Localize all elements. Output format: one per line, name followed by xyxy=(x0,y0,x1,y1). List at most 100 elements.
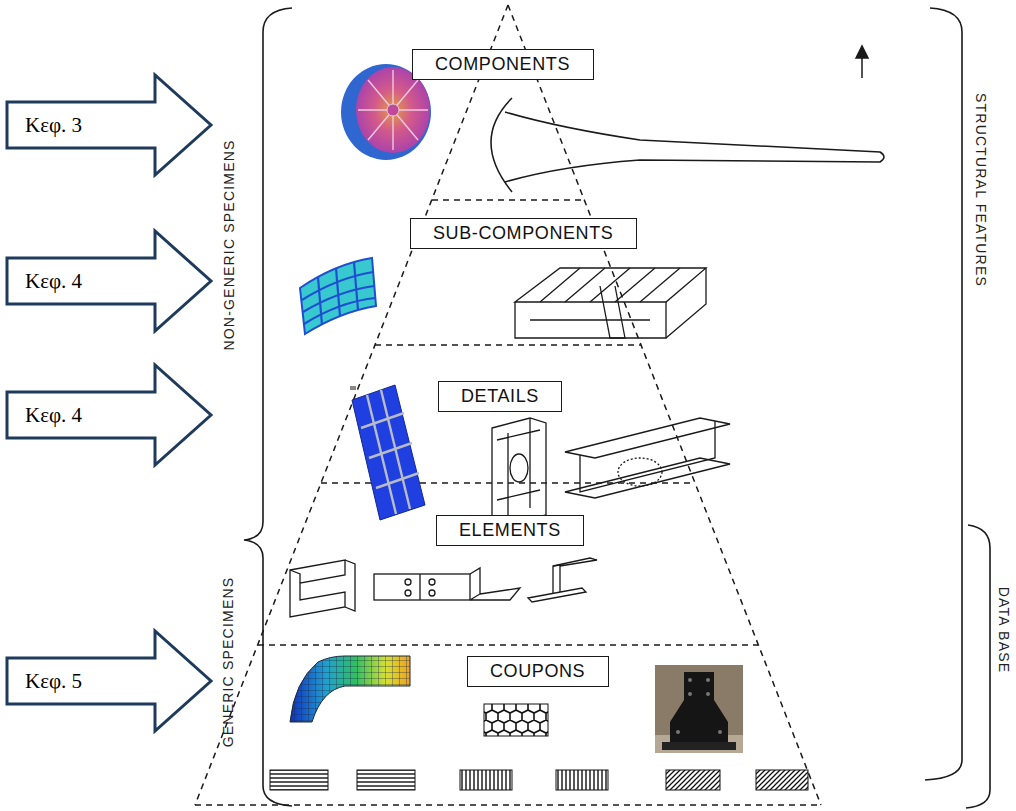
ibeam-sketch xyxy=(565,418,730,498)
lap-joint-element xyxy=(429,579,435,585)
curved-panel-model xyxy=(300,258,376,334)
test-fixture-photo xyxy=(676,678,722,734)
detail-panel-sketch xyxy=(492,418,546,525)
stiffened-panel-model xyxy=(369,443,412,458)
blade-sketch xyxy=(505,112,884,182)
ibeam-sketch xyxy=(565,418,730,458)
channel-element xyxy=(290,560,355,617)
stiffened-box-sketch xyxy=(515,268,706,338)
level-name: ELEMENTS xyxy=(459,520,561,541)
pyramid-outline xyxy=(258,644,758,646)
level-name: DETAILS xyxy=(461,386,539,407)
stiffened-box-sketch xyxy=(530,319,650,320)
turbine-disk-model xyxy=(358,70,428,150)
level-name: COMPONENTS xyxy=(435,54,570,75)
test-fixture-photo xyxy=(706,678,710,682)
tee-element xyxy=(528,558,597,602)
chapter-arrow: Κεφ. 4 xyxy=(5,228,215,334)
stiffened-box-sketch xyxy=(515,302,666,338)
honeycomb-core xyxy=(484,704,548,736)
detail-panel-sketch xyxy=(508,418,530,525)
test-fixture-photo xyxy=(688,692,692,696)
tee-element xyxy=(528,588,586,602)
stiffened-panel-model xyxy=(367,395,396,514)
bracket xyxy=(966,525,990,808)
hatched-coupon xyxy=(666,770,720,790)
chapter-arrow: Κεφ. 3 xyxy=(5,72,215,178)
honeycomb-core xyxy=(484,704,548,736)
lap-joint-element xyxy=(419,574,420,600)
stiffened-panel-model xyxy=(361,413,404,428)
curved-panel-model xyxy=(300,258,376,334)
curved-panel-model xyxy=(318,277,322,325)
bracket-label-holder: GENERIC SPECIMENS xyxy=(219,577,237,748)
arrow-outline xyxy=(7,631,211,731)
lap-joint-element xyxy=(405,590,411,596)
ibeam-sketch xyxy=(618,458,662,486)
channel-element xyxy=(290,560,345,617)
detail-panel-sketch xyxy=(510,454,528,482)
bracket xyxy=(244,8,990,808)
curved-panel-model xyxy=(336,268,340,316)
pyramid-outline xyxy=(432,199,584,201)
stiffened-panel-model xyxy=(352,385,425,520)
fea-coupon-model xyxy=(290,656,410,722)
stiffened-panel-model xyxy=(350,386,356,390)
stiffened-box-sketch xyxy=(515,268,706,302)
chapter-label: Κεφ. 4 xyxy=(25,269,82,294)
arrow-outline xyxy=(7,365,211,465)
bracket xyxy=(244,8,292,806)
bracket-label-holder: NON-GENERIC SPECIMENS xyxy=(220,139,238,350)
level-box: SUB-COMPONENTS xyxy=(410,218,637,249)
chapter-arrow: Κεφ. 5 xyxy=(5,628,215,734)
arrow-outline xyxy=(7,231,211,331)
test-fixture-photo xyxy=(706,692,710,696)
curved-panel-model xyxy=(354,262,358,310)
detail-panel-sketch xyxy=(497,430,540,500)
hatched-coupon xyxy=(270,770,328,790)
bracket xyxy=(925,8,962,780)
stiffened-box-sketch xyxy=(600,286,625,338)
chapter-label: Κεφ. 4 xyxy=(25,403,82,428)
hatched-coupon xyxy=(460,770,512,790)
level-box: ELEMENTS xyxy=(436,515,584,546)
bracket-label-holder: STRUCTURAL FEATURES xyxy=(972,93,990,287)
pyramid-outline xyxy=(195,5,821,805)
fea-coupon-model xyxy=(290,656,410,722)
level-box: COMPONENTS xyxy=(412,49,594,80)
detail-panel-sketch xyxy=(492,418,546,525)
bracket-label-holder: DATA BASE xyxy=(995,587,1013,674)
lap-joint-element xyxy=(374,568,520,600)
stiffened-box-sketch xyxy=(540,268,680,302)
test-fixture-photo xyxy=(718,730,722,734)
test-fixture-photo xyxy=(676,730,680,734)
lap-joint-element xyxy=(405,579,411,585)
test-fixture-photo xyxy=(655,665,743,753)
chapter-label: Κεφ. 3 xyxy=(25,113,82,138)
bracket-label: NON-GENERIC SPECIMENS xyxy=(221,139,237,350)
stiffened-panel-model xyxy=(350,385,425,520)
test-fixture-photo xyxy=(688,678,692,682)
ibeam-sketch xyxy=(580,421,715,492)
bracket-label: DATA BASE xyxy=(996,587,1012,674)
ibeam-sketch xyxy=(565,458,730,498)
lap-joint-element xyxy=(470,568,520,600)
hatched-coupon xyxy=(556,770,608,790)
bracket-label: GENERIC SPECIMENS xyxy=(220,577,236,748)
pyramid-outline xyxy=(375,344,641,346)
test-fixture-photo xyxy=(655,665,743,753)
level-name: COUPONS xyxy=(490,661,585,682)
bracket-label: STRUCTURAL FEATURES xyxy=(973,93,989,287)
lap-joint-element xyxy=(374,574,470,600)
stiffened-box-sketch xyxy=(666,268,706,338)
turbine-disk-model xyxy=(387,104,399,116)
tee-element xyxy=(553,565,560,594)
hatched-coupon xyxy=(756,770,808,790)
stiffened-panel-model xyxy=(361,390,419,514)
lap-joint-element xyxy=(429,590,435,596)
hatched-coupon xyxy=(270,770,808,790)
blade-sketch xyxy=(856,46,868,58)
tee-element xyxy=(553,558,597,566)
stiffened-panel-model xyxy=(376,473,419,488)
